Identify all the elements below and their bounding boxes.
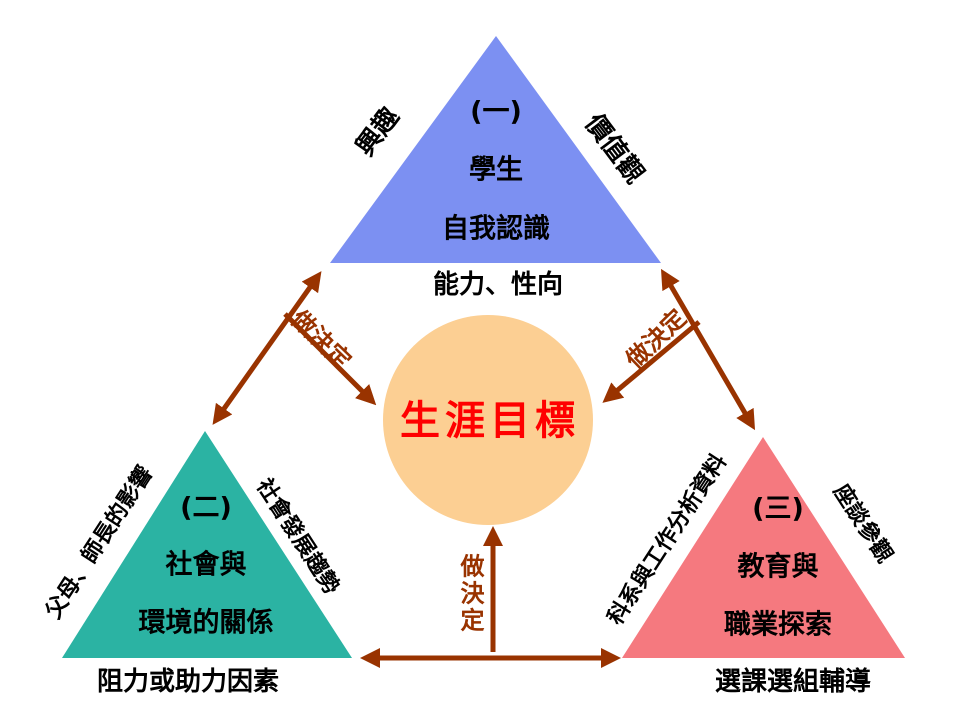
- center-circle-label: 生涯目標: [400, 398, 580, 444]
- arrow-group: [212, 268, 756, 668]
- decision-label-bottom: 做決定: [456, 553, 484, 635]
- top-triangle-title-line2: 自我認識: [442, 213, 550, 245]
- arrow-decision-upper-right-to-circle: [602, 320, 701, 403]
- top-triangle-caption: 能力、性向: [432, 270, 564, 300]
- left-triangle-shape: [62, 431, 352, 658]
- top-triangle-title-line1: 學生: [469, 154, 523, 186]
- arrow-decision-upper-left-to-circle: [283, 312, 377, 406]
- center-circle-shape: [383, 315, 593, 525]
- arrow-top-to-right-triangle: [660, 268, 756, 431]
- top-triangle-shape: [330, 36, 661, 263]
- right-triangle-number: (三): [752, 493, 804, 525]
- right-triangle-shape: [622, 437, 905, 658]
- right-triangle-title-line1: 教育與: [737, 551, 819, 583]
- top-triangle-number: (一): [470, 96, 522, 128]
- right-triangle-title-line2: 職業探索: [724, 609, 832, 641]
- left-triangle-title-line1: 社會與: [165, 549, 247, 581]
- arrow-top-to-left-triangle: [212, 271, 322, 425]
- left-triangle-number: (二): [180, 492, 232, 524]
- left-triangle-caption: 阻力或助力因素: [96, 667, 280, 697]
- right-triangle-caption: 選課選組輔導: [714, 667, 872, 697]
- left-triangle-title-line2: 環境的關係: [138, 607, 274, 639]
